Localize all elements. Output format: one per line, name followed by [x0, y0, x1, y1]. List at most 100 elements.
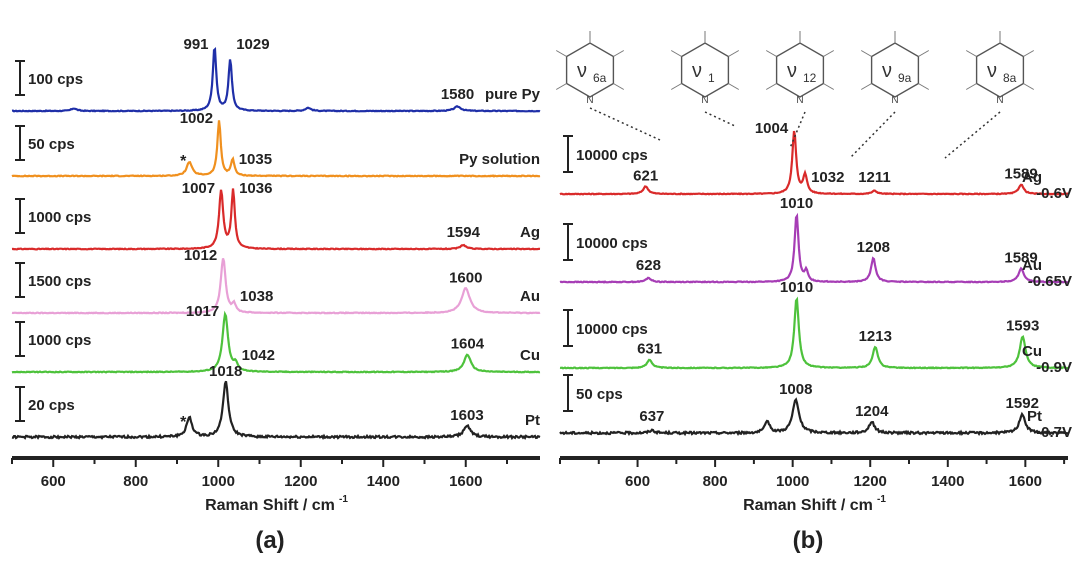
c-h-bond — [918, 50, 930, 57]
mode-connector — [849, 111, 896, 159]
scale-label: 1000 cps — [28, 209, 91, 226]
peak-label: 1208 — [857, 239, 890, 256]
pyridine-ring — [565, 42, 615, 98]
spectrum-au — [11, 258, 541, 315]
pyridine-ring — [870, 42, 920, 98]
series-label: Au — [1022, 257, 1042, 274]
peak-label: 991 — [184, 36, 209, 53]
peak-label: 637 — [639, 408, 664, 425]
mode-symbol: ν — [692, 60, 702, 82]
c-h-bond — [823, 83, 835, 90]
x-tick-label: 1600 — [1009, 473, 1042, 490]
potential-label: -0.9V — [1036, 359, 1072, 376]
c-h-bond — [965, 83, 977, 90]
c-h-bond — [613, 50, 625, 57]
spectrum-cu — [559, 296, 1069, 370]
peak-label: 1042 — [242, 347, 275, 364]
x-axis-title: Raman Shift / cm — [743, 497, 873, 514]
scale-label: 50 cps — [28, 136, 75, 153]
x-tick-label: 800 — [123, 473, 148, 490]
pyridine-ring — [775, 42, 825, 98]
pyridine-ring — [680, 42, 730, 98]
peak-label: 631 — [637, 341, 662, 358]
peak-label: 1213 — [859, 328, 892, 345]
x-tick-label: 1000 — [776, 473, 809, 490]
mode-subscript: 1 — [708, 71, 715, 85]
peak-label: 1007 — [182, 180, 215, 197]
series-label: Ag — [1022, 169, 1042, 186]
peak-label: 1008 — [779, 381, 812, 398]
x-tick-label: 800 — [703, 473, 728, 490]
mode-connector — [789, 111, 806, 149]
c-h-bond — [1023, 83, 1035, 90]
peak-label: 1010 — [780, 279, 813, 296]
spectrum-pure-py — [11, 47, 541, 113]
peak-label: 628 — [636, 257, 661, 274]
series-label: Au — [520, 288, 540, 305]
x-axis-title-superscript: -1 — [339, 494, 348, 505]
panel-label: (a) — [255, 527, 284, 554]
peak-label: 1012 — [184, 247, 217, 264]
c-h-bond — [670, 83, 682, 90]
peak-label: 1018 — [209, 363, 242, 380]
x-tick-label: 1400 — [931, 473, 964, 490]
peak-label: 1594 — [447, 224, 481, 241]
spectrum-py-solution — [11, 120, 541, 178]
scale-label: 1500 cps — [28, 273, 91, 290]
x-tick-label: 1000 — [202, 473, 235, 490]
peak-label: 1204 — [855, 403, 889, 420]
nitrogen-atom: N — [996, 95, 1003, 106]
scale-label: 1000 cps — [28, 332, 91, 349]
c-h-bond — [728, 83, 740, 90]
series-label: Py solution — [459, 151, 540, 168]
series-label: Pt — [525, 412, 540, 429]
mode-symbol: ν — [882, 60, 892, 82]
potential-label: -0.65V — [1028, 273, 1072, 290]
nitrogen-atom: N — [701, 95, 708, 106]
series-label: Ag — [520, 224, 540, 241]
peak-label: 1010 — [780, 195, 813, 212]
mode-symbol: ν — [787, 60, 797, 82]
nitrogen-atom: N — [586, 95, 593, 106]
scale-label: 20 cps — [28, 397, 75, 414]
peak-label: 1211 — [858, 169, 891, 186]
series-label: Cu — [520, 347, 540, 364]
mode-symbol: ν — [577, 60, 587, 82]
series-label: Cu — [1022, 343, 1042, 360]
x-tick-label: 1600 — [449, 473, 482, 490]
scale-label: 10000 cps — [576, 321, 648, 338]
c-h-bond — [860, 83, 872, 90]
peak-label: 1592 — [1006, 395, 1039, 412]
c-h-bond — [823, 50, 835, 57]
spectrum-ag — [559, 130, 1068, 196]
peak-label: 1604 — [451, 336, 485, 353]
spectrum-pt — [559, 397, 1069, 437]
nitrogen-atom: N — [891, 95, 898, 106]
impurity-star-marker: * — [180, 153, 187, 170]
peak-label: 1603 — [450, 407, 483, 424]
x-tick-label: 600 — [41, 473, 66, 490]
x-tick-label: 1200 — [284, 473, 317, 490]
peak-label: 1004 — [755, 120, 789, 137]
c-h-bond — [728, 50, 740, 57]
peak-label: 1035 — [239, 151, 272, 168]
c-h-bond — [965, 50, 977, 57]
x-axis-title-superscript: -1 — [877, 494, 886, 505]
x-tick-label: 1400 — [367, 473, 400, 490]
scale-label: 10000 cps — [576, 235, 648, 252]
spectrum-pt — [11, 380, 541, 441]
mode-connector — [589, 107, 661, 141]
c-h-bond — [1023, 50, 1035, 57]
peak-label: 1589 — [1004, 166, 1037, 183]
peak-label: 1036 — [239, 180, 272, 197]
c-h-bond — [555, 83, 567, 90]
series-label: pure Py — [485, 86, 541, 103]
spectrum-cu — [11, 310, 541, 374]
potential-label: -0.7V — [1036, 424, 1072, 441]
mode-subscript: 12 — [803, 71, 817, 85]
scale-label: 10000 cps — [576, 147, 648, 164]
